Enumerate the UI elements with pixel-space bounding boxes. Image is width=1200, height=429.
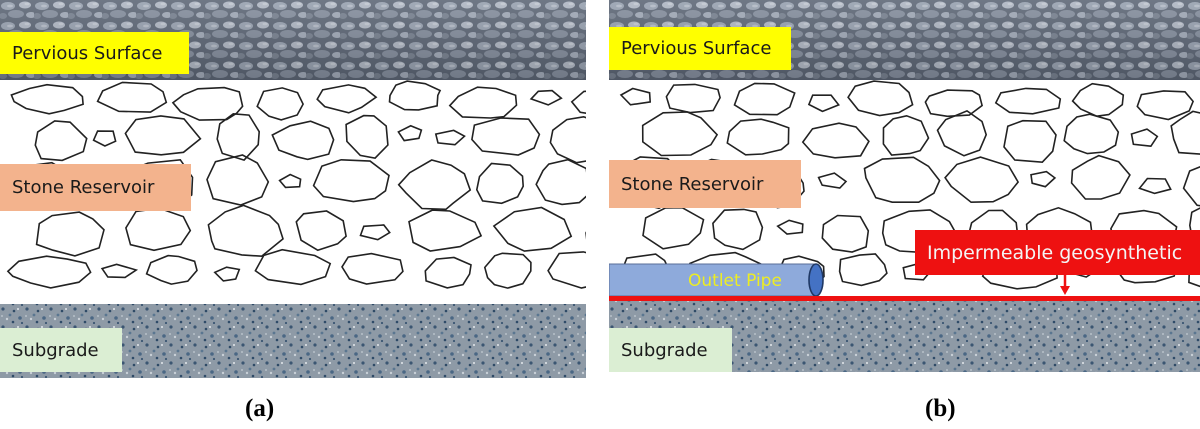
outlet-pipe-end xyxy=(809,264,823,296)
outlet-pipe-label: Outlet Pipe xyxy=(688,271,782,291)
panel-b: Pervious Surface Stone Reservoir Imperme… xyxy=(609,0,1200,372)
stone-reservoir-label: Stone Reservoir xyxy=(0,164,191,211)
impermeable-geosynthetic-label: Impermeable geosynthetic xyxy=(915,230,1200,275)
pervious-surface-label: Pervious Surface xyxy=(0,32,189,74)
panel-a-caption: (a) xyxy=(245,395,274,423)
panel-a: Pervious Surface Stone Reservoir Subgrad… xyxy=(0,0,586,378)
stone-reservoir-label: Stone Reservoir xyxy=(609,160,801,208)
subgrade-label: Subgrade xyxy=(0,328,122,372)
panel-b-caption: (b) xyxy=(925,395,956,423)
pervious-surface-label: Pervious Surface xyxy=(609,27,791,70)
subgrade-label: Subgrade xyxy=(609,328,732,372)
impermeable-geosynthetic-line xyxy=(609,296,1200,301)
